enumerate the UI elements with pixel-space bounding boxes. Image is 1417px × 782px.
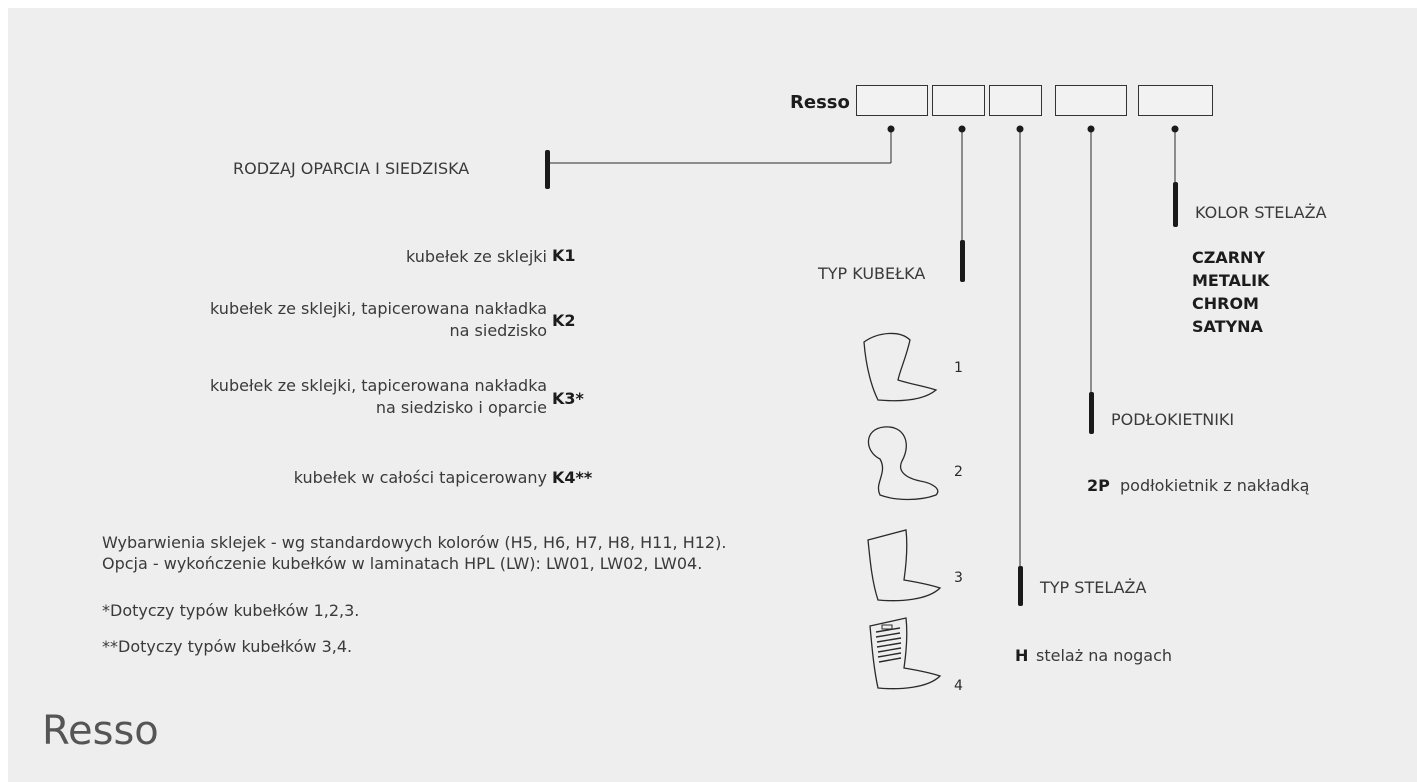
bucket-number-4: 4 <box>954 678 963 694</box>
code-box-armrests <box>1055 85 1127 116</box>
bucket-type-heading: TYP KUBEŁKA <box>818 264 926 283</box>
option-code-k4: K4** <box>552 468 593 487</box>
page-title: Resso <box>42 708 159 754</box>
shell-chair-icon <box>863 332 938 402</box>
upholstered-back-chair-icon <box>869 617 942 690</box>
option-desc-k3-line1: kubełek ze sklejki, tapicerowana nakładk… <box>210 376 547 395</box>
code-box-color <box>1138 85 1213 116</box>
bucket-number-3: 3 <box>954 570 963 586</box>
color-option-czarny: CZARNY <box>1192 248 1266 267</box>
bucket-number-2: 2 <box>954 464 963 480</box>
frame-color-heading: KOLOR STELAŻA <box>1195 203 1327 222</box>
bucket-number-1: 1 <box>954 360 963 376</box>
option-code-k3: K3* <box>552 389 584 408</box>
code-box-backrest <box>856 85 928 116</box>
option-desc-k4-line1: kubełek w całości tapicerowany <box>293 468 547 487</box>
connector-lines <box>545 125 1179 606</box>
option-code-k2: K2 <box>552 311 576 330</box>
option-desc-k2-line2: na siedzisko <box>449 321 547 340</box>
option-desc-k4: kubełek w całości tapicerowany <box>294 468 547 487</box>
option-code-k1: K1 <box>552 246 576 265</box>
footnote-2: **Dotyczy typów kubełków 3,4. <box>102 637 353 656</box>
product-label: Resso <box>790 92 850 113</box>
configurator-panel: Resso RODZAJ OPARCIA I SIEDZISKA kubełek… <box>8 8 1417 782</box>
finish-note-line2: Opcja - wykończenie kubełków w laminatac… <box>102 554 703 573</box>
armrests-desc: podłokietnik z nakładką <box>1120 476 1310 495</box>
option-desc-k3: kubełek ze sklejki, tapicerowana nakładk… <box>210 375 547 419</box>
backrest-heading: RODZAJ OPARCIA I SIEDZISKA <box>233 159 470 178</box>
code-box-frame <box>989 85 1042 116</box>
code-box-bucket <box>932 85 985 116</box>
armrests-heading: PODŁOKIETNIKI <box>1111 410 1235 429</box>
color-option-satyna: SATYNA <box>1192 317 1263 336</box>
color-option-metalik: METALIK <box>1192 271 1270 290</box>
frame-type-desc: stelaż na nogach <box>1036 646 1173 665</box>
option-desc-k1-line1: kubełek ze sklejki <box>405 247 547 266</box>
footnote-1: *Dotyczy typów kubełków 1,2,3. <box>102 601 360 620</box>
finish-note-line1: Wybarwienia sklejek - wg standardowych k… <box>102 533 727 552</box>
armrests-code: 2P <box>1087 476 1110 495</box>
frame-type-heading: TYP STELAŻA <box>1040 578 1147 597</box>
flat-back-chair-icon <box>867 529 942 602</box>
frame-type-code: H <box>1015 646 1029 665</box>
finish-note: Wybarwienia sklejek - wg standardowych k… <box>102 532 726 574</box>
option-desc-k1: kubełek ze sklejki <box>406 246 547 267</box>
option-desc-k2-line1: kubełek ze sklejki, tapicerowana nakładk… <box>210 299 547 318</box>
frame-color-options: CZARNY METALIK CHROM SATYNA <box>1192 246 1269 338</box>
color-option-chrom: CHROM <box>1192 294 1259 313</box>
rounded-back-chair-icon <box>867 426 939 501</box>
option-desc-k2: kubełek ze sklejki, tapicerowana nakładk… <box>210 298 547 342</box>
option-desc-k3-line2: na siedzisko i oparcie <box>375 398 547 417</box>
